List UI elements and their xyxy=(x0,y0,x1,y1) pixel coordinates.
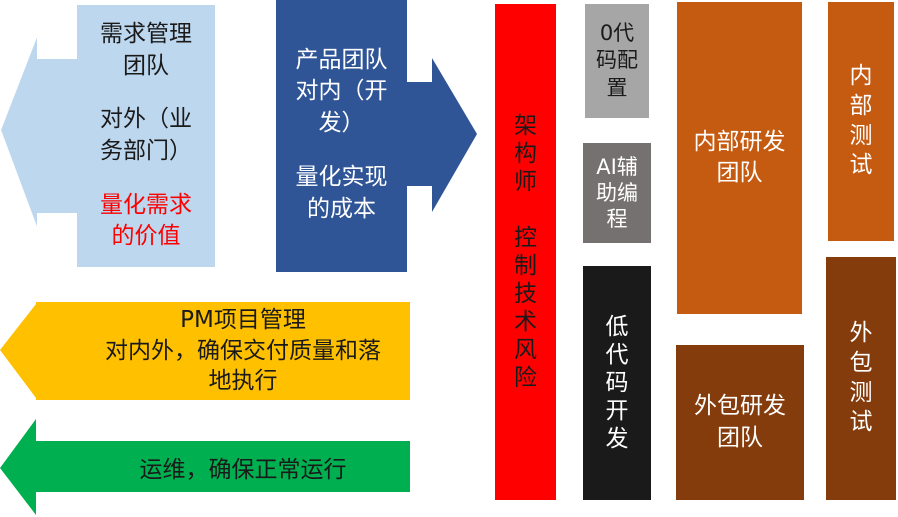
low-code-char-1: 低 xyxy=(605,313,629,340)
internal-dev-line-2: 团队 xyxy=(716,160,763,186)
demand-highlight-1: 量化需求 xyxy=(100,191,192,218)
internal-test-char-1: 内 xyxy=(849,62,873,89)
ops-text: 运维，确保正常运行 xyxy=(76,441,410,492)
outsource-dev-line-1: 外包研发 xyxy=(694,393,786,420)
product-line-5: 的成本 xyxy=(307,195,376,222)
product-team-arrow xyxy=(276,0,477,272)
architect-char-8: 术 xyxy=(514,309,537,336)
zero-code-box: 0代 码配 置 xyxy=(583,2,651,120)
outsource-test-box: 外 包 测 试 xyxy=(826,257,896,500)
demand-line-4: 务部门） xyxy=(100,138,192,164)
outsource-test-char-4: 试 xyxy=(849,409,873,436)
low-code-char-5: 发 xyxy=(605,426,629,453)
product-line-3: 发） xyxy=(318,110,365,137)
ops-label: 运维，确保正常运行 xyxy=(139,456,347,483)
architect-char-9: 风 xyxy=(514,337,537,364)
ai-coding-line-1: AI辅 xyxy=(596,154,638,179)
product-line-2: 对内（开 xyxy=(295,78,388,105)
ops-arrow xyxy=(0,419,410,515)
architect-bar: 架 构 师 控 制 技 术 风 险 xyxy=(495,4,556,500)
internal-dev-line-1: 内部研发 xyxy=(693,128,786,155)
zero-code-line-3: 置 xyxy=(606,75,628,100)
architect-char-5: 控 xyxy=(514,224,537,251)
demand-line-3: 对外（业 xyxy=(100,106,192,133)
internal-test-char-4: 试 xyxy=(849,152,873,179)
demand-line-1: 需求管理 xyxy=(100,20,192,47)
ai-coding-box: AI辅 助编 程 xyxy=(583,143,651,243)
pm-line-1: PM项目管理 xyxy=(180,307,306,334)
outsource-test-char-1: 外 xyxy=(849,319,873,346)
demand-line-2: 团队 xyxy=(123,52,169,79)
pm-arrow xyxy=(0,302,410,400)
product-line-1: 产品团队 xyxy=(295,46,388,73)
architect-char-1: 架 xyxy=(514,112,537,139)
architect-char-2: 构 xyxy=(514,140,537,167)
product-line-4: 量化实现 xyxy=(295,163,388,190)
pm-line-2: 对内外，确保交付质量和落 xyxy=(105,337,381,364)
pm-line-3: 地执行 xyxy=(208,368,278,395)
product-team-text: 产品团队 对内（开 发） 量化实现 的成本 xyxy=(276,10,407,260)
zero-code-line-2: 码配 xyxy=(596,48,638,73)
outsource-test-char-2: 包 xyxy=(849,349,873,376)
architect-char-3: 师 xyxy=(514,168,537,195)
demand-highlight-2: 的价值 xyxy=(111,223,181,250)
architect-char-10: 险 xyxy=(514,365,537,392)
pm-text: PM项目管理 对内外，确保交付质量和落 地执行 xyxy=(76,302,410,400)
outsource-dev-team-box: 外包研发 团队 xyxy=(676,345,804,500)
internal-test-char-2: 部 xyxy=(849,92,873,119)
low-code-char-4: 开 xyxy=(605,398,629,425)
internal-test-box: 内 部 测 试 xyxy=(826,0,896,243)
internal-dev-team-box: 内部研发 团队 xyxy=(675,0,804,316)
internal-test-char-3: 测 xyxy=(849,122,873,149)
architect-char-7: 技 xyxy=(514,281,537,308)
low-code-box: 低 代 码 开 发 xyxy=(583,266,651,500)
outsource-dev-line-2: 团队 xyxy=(717,424,763,451)
demand-management-text: 需求管理 团队 对外（业 务部门） 量化需求 的价值 xyxy=(76,4,216,268)
ai-coding-line-3: 程 xyxy=(606,207,628,232)
low-code-char-2: 代 xyxy=(605,341,629,368)
outsource-test-char-3: 测 xyxy=(849,379,873,406)
low-code-char-3: 码 xyxy=(605,369,629,396)
zero-code-line-1: 0代 xyxy=(599,21,635,46)
ai-coding-line-2: 助编 xyxy=(596,180,638,205)
demand-management-arrow xyxy=(0,3,217,269)
architect-char-6: 制 xyxy=(514,252,537,279)
